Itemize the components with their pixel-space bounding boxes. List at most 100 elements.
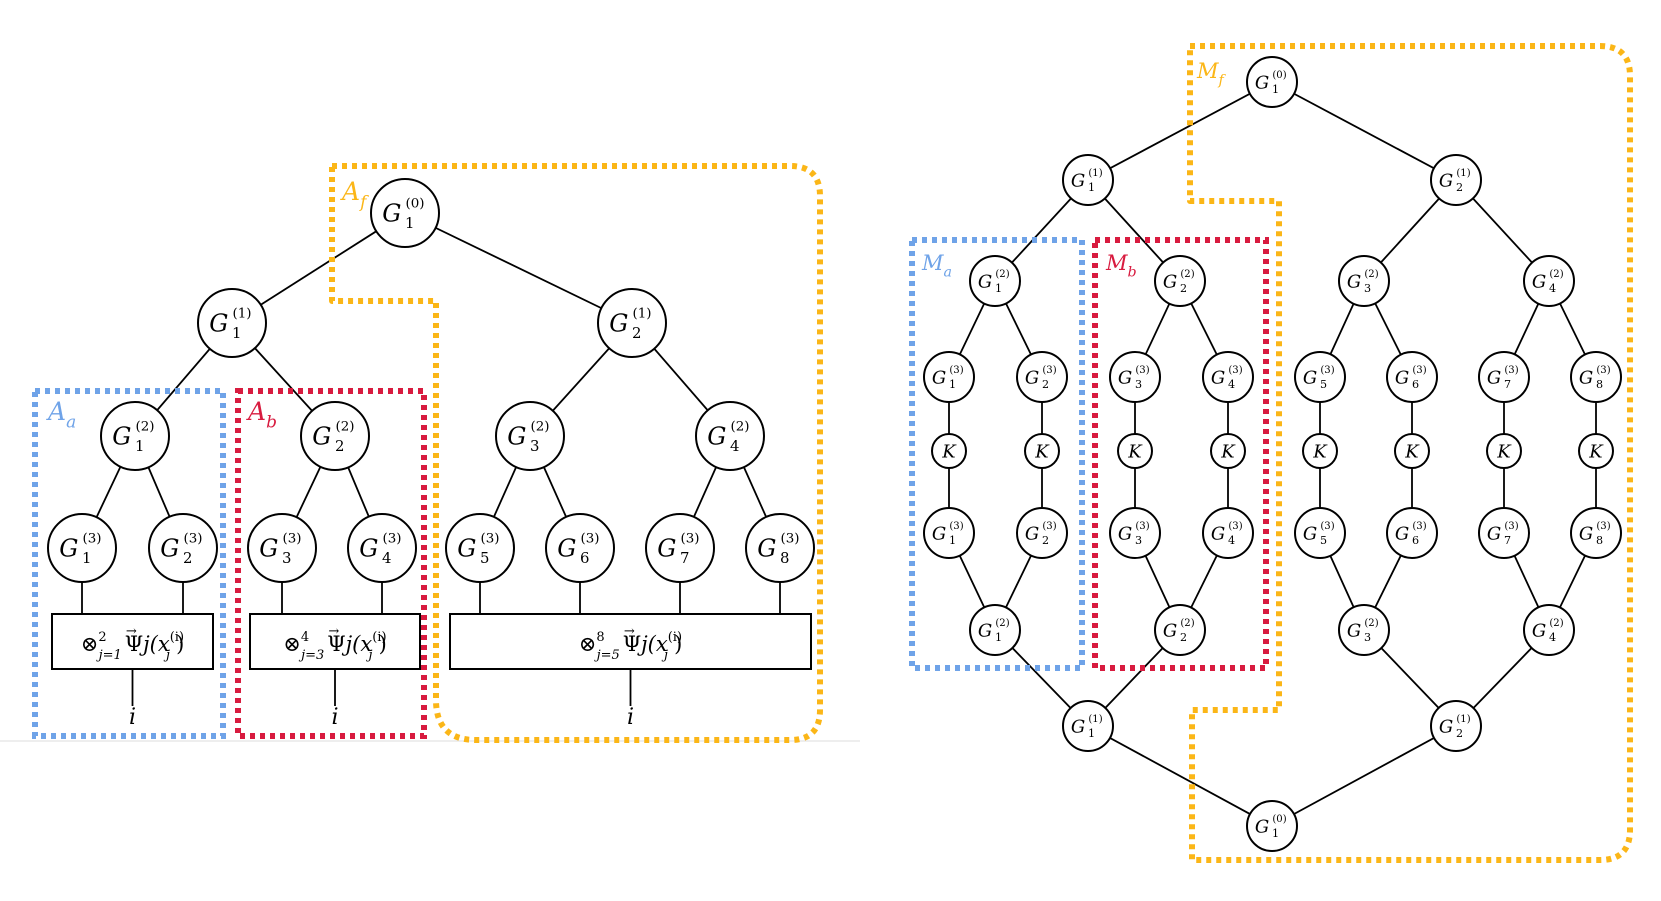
node-superscript: (3) <box>1320 364 1334 376</box>
node-superscript: (3) <box>1504 364 1518 376</box>
node-subscript: 2 <box>1180 631 1187 644</box>
node-superscript: (3) <box>680 532 699 547</box>
kernel-label: K <box>1034 441 1050 462</box>
bottom-root-node: G(0)1 <box>1246 800 1298 852</box>
node-subscript: 7 <box>680 549 689 567</box>
node-circle <box>1478 507 1530 559</box>
node-subscript: 2 <box>632 324 641 342</box>
network-edge <box>1087 81 1273 181</box>
node-label: G <box>209 309 228 337</box>
node-circle <box>1154 604 1206 656</box>
box-rect <box>249 613 421 670</box>
node-subscript: 6 <box>1412 534 1419 547</box>
node-subscript: 1 <box>82 549 91 567</box>
node-label: G <box>1395 367 1409 388</box>
kernel-node: K <box>1210 433 1246 469</box>
node-subscript: 4 <box>1228 534 1235 547</box>
node-circle <box>1430 154 1482 206</box>
node-subscript: 1 <box>1272 827 1279 840</box>
top-level2-node: G(2)4 <box>1523 255 1575 307</box>
node-label: G <box>1118 367 1132 388</box>
node-superscript: (0) <box>1272 69 1286 81</box>
level3-node: G(3)4 <box>347 513 417 583</box>
region-label: Ab <box>246 397 277 433</box>
node-circle <box>545 513 615 583</box>
node-circle <box>347 513 417 583</box>
node-label: G <box>1532 620 1546 641</box>
node-subscript: 5 <box>1320 534 1327 547</box>
node-subscript: 3 <box>282 549 291 567</box>
node-subscript: 1 <box>1088 727 1095 740</box>
node-circle <box>1578 433 1614 469</box>
node-label: G <box>978 620 992 641</box>
node-label: G <box>978 271 992 292</box>
bottom-level2-node: G(2)4 <box>1523 604 1575 656</box>
top-level3-node: G(3)4 <box>1202 351 1254 403</box>
node-circle <box>1210 433 1246 469</box>
node-circle <box>923 507 975 559</box>
node-superscript: (3) <box>580 532 599 547</box>
kernel-node: K <box>1302 433 1338 469</box>
node-label: G <box>359 534 378 562</box>
top-root-node: G(0)1 <box>1246 56 1298 108</box>
node-label: G <box>1347 620 1361 641</box>
node-superscript: (2) <box>1549 268 1563 280</box>
node-subscript: 1 <box>995 631 1002 644</box>
level3-node: G(3)5 <box>445 513 515 583</box>
node-label: G <box>1071 716 1085 737</box>
node-circle <box>1109 507 1161 559</box>
node-circle <box>1062 700 1114 752</box>
node-circle <box>1294 351 1346 403</box>
bottom-level3-node: G(3)1 <box>923 507 975 559</box>
node-circle <box>1294 507 1346 559</box>
box-rect <box>51 613 214 670</box>
node-subscript: 8 <box>1596 534 1603 547</box>
node-superscript: (3) <box>480 532 499 547</box>
node-circle <box>1523 255 1575 307</box>
bottom-level1-node: G(1)1 <box>1062 700 1114 752</box>
kernel-label: K <box>1496 441 1512 462</box>
region-label: Mb <box>1105 251 1137 280</box>
node-label: G <box>1025 367 1039 388</box>
node-subscript: 7 <box>1504 534 1511 547</box>
node-circle <box>745 513 815 583</box>
kernel-label: K <box>1127 441 1143 462</box>
node-label: G <box>1211 367 1225 388</box>
node-superscript: (3) <box>1596 364 1610 376</box>
node-circle <box>969 255 1021 307</box>
level1-node: G(1)1 <box>197 288 267 358</box>
node-circle <box>1202 351 1254 403</box>
node-circle <box>1523 604 1575 656</box>
kernel-node: K <box>1024 433 1060 469</box>
top-level3-node: G(3)7 <box>1478 351 1530 403</box>
bottom-level2-node: G(2)1 <box>969 604 1021 656</box>
node-superscript: (1) <box>632 307 651 322</box>
node-superscript: (2) <box>1180 268 1194 280</box>
node-superscript: (3) <box>949 520 963 532</box>
node-circle <box>1246 800 1298 852</box>
node-subscript: 1 <box>995 282 1002 295</box>
region-label: Aa <box>46 397 76 433</box>
node-circle <box>931 433 967 469</box>
level3-node: G(3)2 <box>148 513 218 583</box>
node-superscript: (3) <box>1042 520 1056 532</box>
node-label: G <box>707 422 726 450</box>
node-subscript: 4 <box>1228 378 1235 391</box>
network-edge <box>404 212 633 324</box>
level3-node: G(3)7 <box>645 513 715 583</box>
top-level1-node: G(1)1 <box>1062 154 1114 206</box>
node-subscript: 1 <box>1088 181 1095 194</box>
node-circle <box>923 351 975 403</box>
level3-node: G(3)8 <box>745 513 815 583</box>
node-superscript: (2) <box>1364 617 1378 629</box>
node-superscript: (1) <box>232 307 251 322</box>
network-edge <box>1087 725 1273 827</box>
node-label: G <box>609 309 628 337</box>
top-level3-node: G(3)1 <box>923 351 975 403</box>
node-circle <box>1016 507 1068 559</box>
kernel-node: K <box>1117 433 1153 469</box>
node-superscript: (3) <box>282 532 301 547</box>
